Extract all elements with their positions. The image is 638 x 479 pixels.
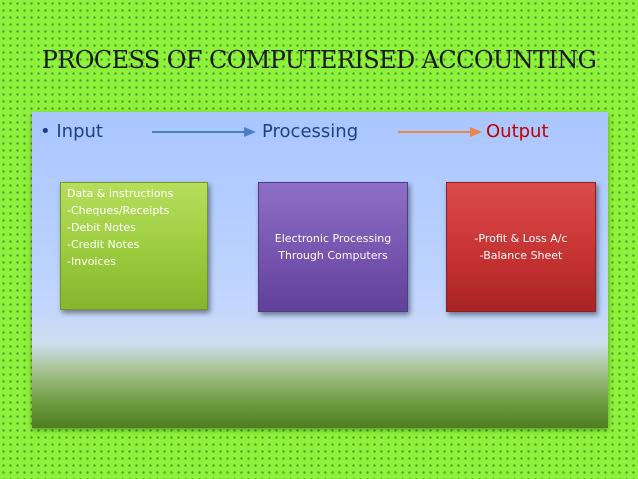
input-box-line: -Cheques/Receipts — [67, 204, 170, 217]
output-header: Output — [486, 121, 549, 142]
input-box-line: -Credit Notes — [67, 238, 140, 251]
processing-box-line: Through Computers — [278, 249, 388, 262]
arrow-input-to-processing — [152, 127, 256, 137]
input-box-line: -Invoices — [67, 255, 117, 268]
output-box-line: -Balance Sheet — [479, 249, 563, 262]
input-box: Data & instructions -Cheques/Receipts -D… — [60, 182, 208, 310]
arrow-processing-to-output — [398, 127, 482, 137]
processing-box: Electronic Processing Through Computers — [258, 182, 408, 312]
input-header: • Input — [40, 121, 103, 142]
input-box-line: Data & instructions — [67, 187, 174, 200]
bullet: • — [40, 121, 51, 142]
slide-title: PROCESS OF COMPUTERISED ACCOUNTING — [41, 46, 597, 74]
processing-box-line: Electronic Processing — [274, 232, 392, 245]
processing-header: Processing — [262, 121, 359, 142]
output-box: -Profit & Loss A/c -Balance Sheet — [446, 182, 596, 312]
input-label: Input — [56, 121, 103, 142]
output-box-line: -Profit & Loss A/c — [474, 232, 568, 245]
input-box-line: -Debit Notes — [67, 221, 136, 234]
